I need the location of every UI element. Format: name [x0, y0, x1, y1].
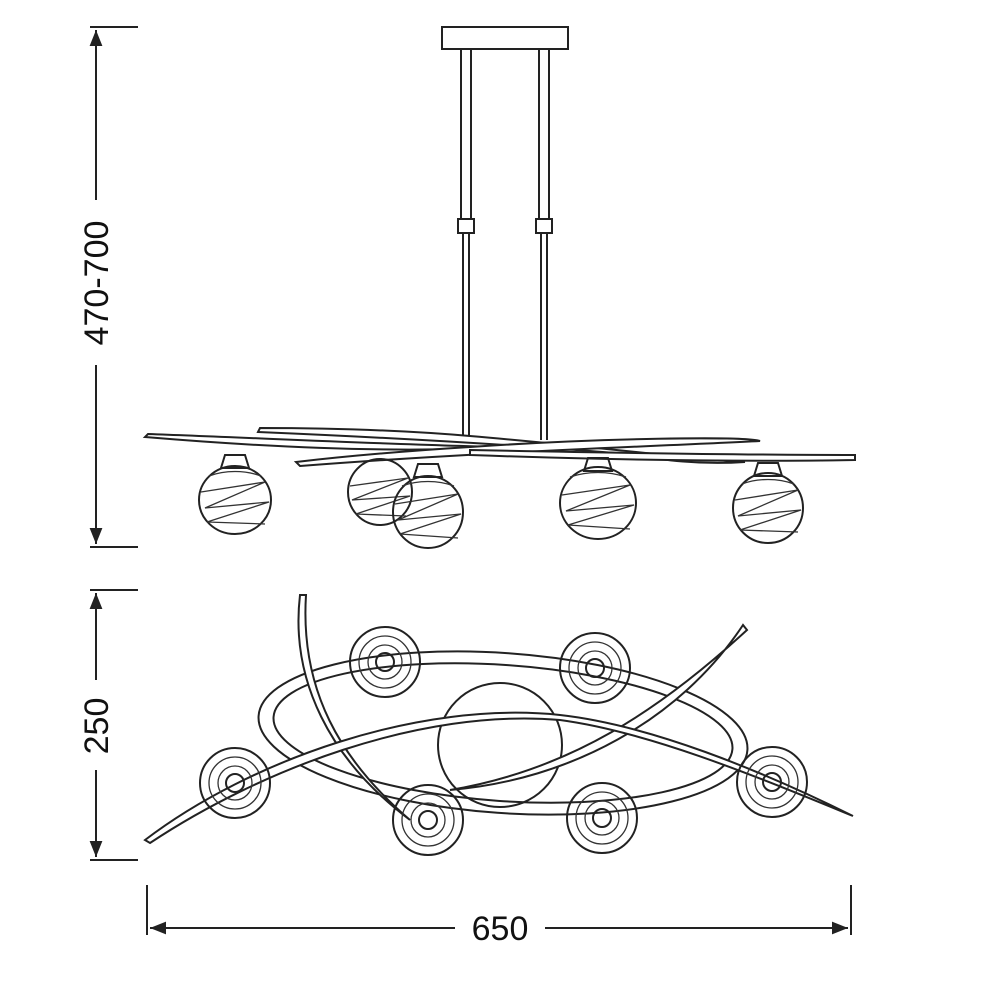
side-elevation-view — [142, 26, 856, 549]
frame-arms-plan — [143, 594, 854, 845]
central-canopy-disc — [437, 682, 563, 808]
lamp-head — [349, 626, 421, 698]
lamp-shades-side — [198, 454, 804, 549]
width-dimension-label: 650 — [472, 910, 529, 948]
frame-arms-side — [142, 426, 856, 468]
lamp-shade — [347, 458, 413, 526]
plan-view — [143, 594, 854, 856]
depth-dimension: 250 — [78, 589, 138, 861]
lamp-head — [736, 746, 808, 818]
oval-ring — [257, 650, 749, 816]
suspension-rods — [457, 48, 553, 440]
lamp-heads-plan — [199, 626, 808, 856]
lamp-shade — [732, 462, 804, 544]
lamp-shade — [559, 457, 637, 540]
height-dimension-label: 470-700 — [78, 221, 116, 346]
lamp-shade — [392, 463, 464, 549]
lamp-shade — [198, 454, 272, 535]
height-dimension: 470-700 — [78, 26, 138, 548]
lamp-head — [559, 632, 631, 704]
depth-dimension-label: 250 — [78, 698, 116, 755]
width-dimension: 650 — [146, 885, 852, 948]
lamp-head — [566, 782, 638, 854]
ceiling-canopy — [441, 26, 569, 50]
lamp-head — [392, 784, 464, 856]
lamp-head — [199, 747, 271, 819]
